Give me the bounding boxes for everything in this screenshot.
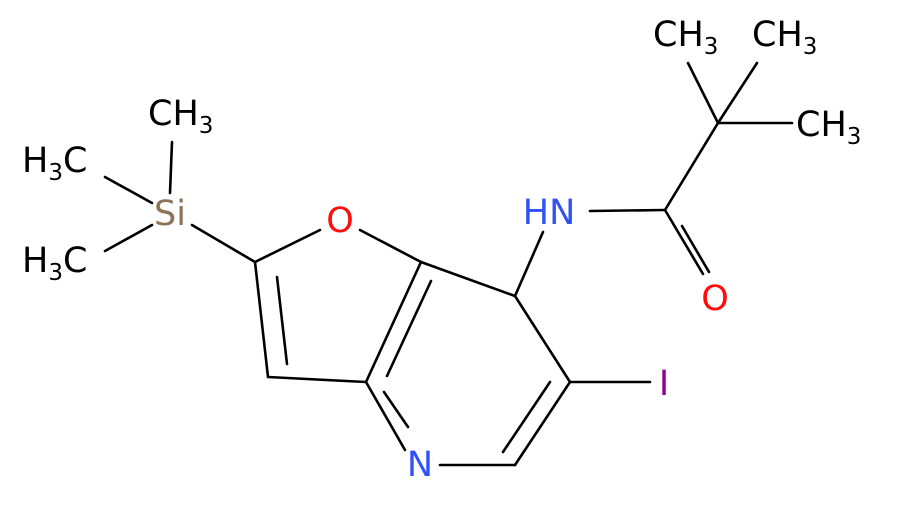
bond-c7-c6 — [513, 294, 572, 384]
bond-c7-n — [513, 230, 545, 298]
group-ch3-tbu-right-top: CH3 — [752, 15, 817, 60]
bond-n4-c3a-inner — [382, 390, 410, 429]
bond-c3a-c7a-inner — [385, 279, 433, 378]
bond-c6-c5-inner — [501, 380, 552, 454]
bond-n-carbonyl — [588, 208, 667, 213]
bond-si-c2 — [190, 223, 257, 264]
bond-c2-o — [253, 228, 322, 264]
group-ch3-si-top: CH3 — [148, 94, 213, 139]
bond-c6-c5 — [513, 380, 572, 467]
bond-c7a-c7 — [419, 260, 517, 298]
atom-o-ring: O — [326, 201, 354, 241]
bond-cq-ch3-left — [686, 61, 720, 125]
bond-lines — [103, 61, 794, 467]
bond-n4-c3a — [364, 380, 407, 452]
atom-labels: Si O O HN N I CH3 H3C H3C CH3 CH3 CH3 — [22, 15, 861, 485]
bond-si-ch3-lower — [103, 223, 154, 253]
atom-n-pyridine: N — [407, 445, 433, 485]
bond-si-ch3-top — [168, 140, 174, 195]
bond-co-outer — [663, 208, 705, 276]
bond-c2-c3 — [253, 260, 270, 379]
atom-si: Si — [154, 194, 186, 234]
bond-c3a-c7a — [364, 260, 423, 384]
bond-c3-c3a — [266, 375, 368, 384]
bond-co-inner — [680, 224, 711, 274]
bond-cq-ch3-right-top — [716, 61, 759, 125]
atom-nh: HN — [523, 193, 576, 233]
atom-iodine: I — [659, 364, 669, 404]
bond-o-c7a — [358, 228, 423, 264]
bond-c2-c3-inner — [275, 275, 289, 366]
group-ch3-tbu-right: CH3 — [796, 105, 861, 150]
bond-si-ch3-upper — [103, 175, 154, 205]
bond-carbonyl-cq — [663, 121, 720, 212]
group-ch3-tbu-left: CH3 — [653, 15, 718, 60]
group-ch3-si-left-lower: H3C — [22, 241, 87, 286]
group-ch3-si-left-upper: H3C — [22, 141, 87, 186]
atom-o-carbonyl: O — [701, 279, 729, 319]
